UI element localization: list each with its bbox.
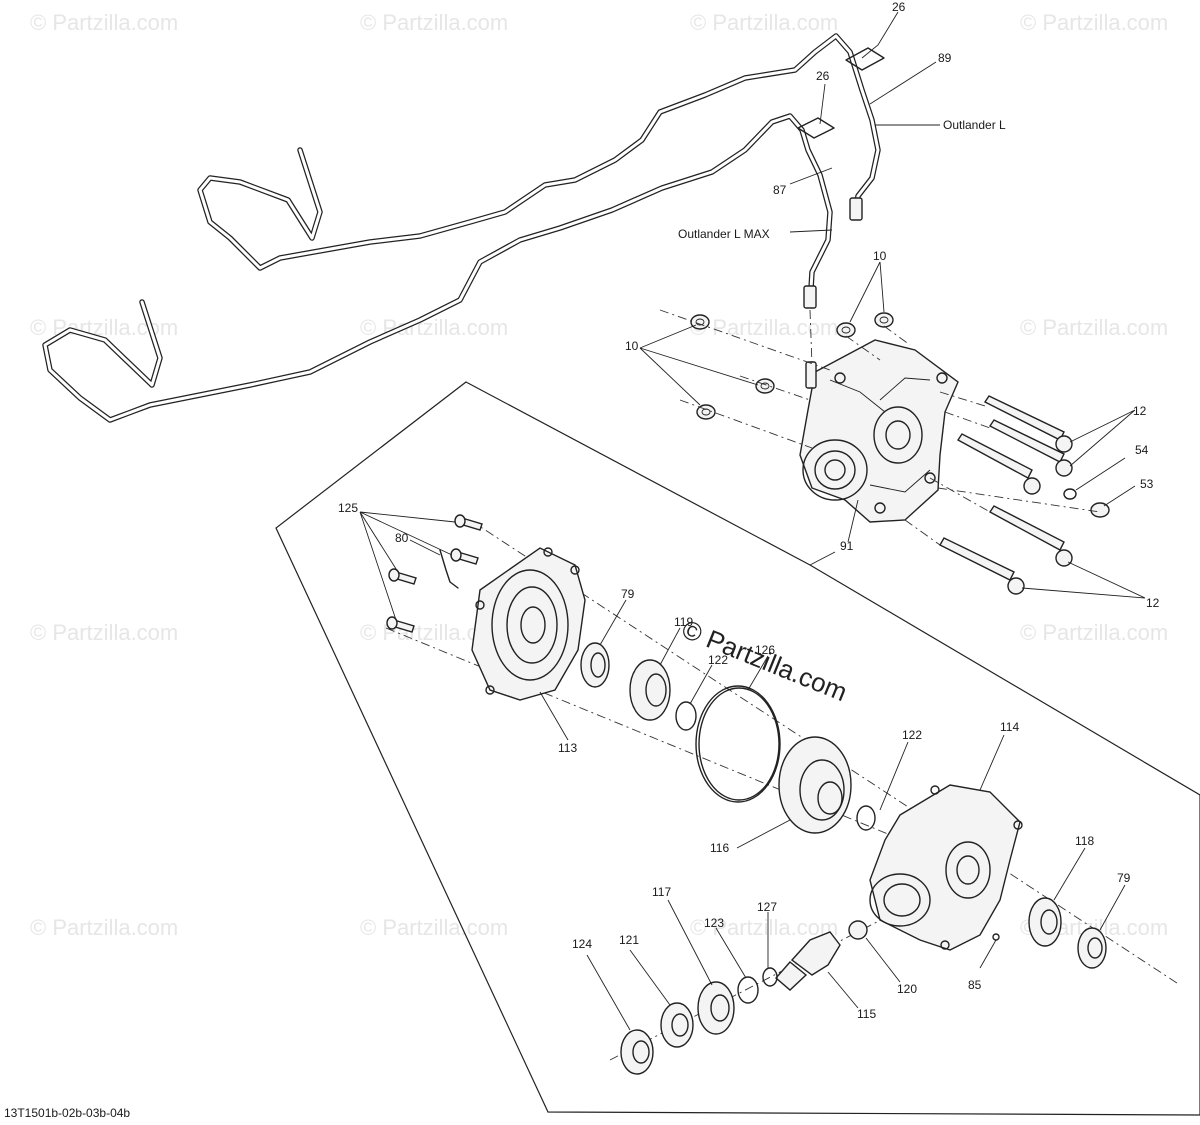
callout-122: 122 <box>708 653 728 667</box>
bearing-icon <box>1028 897 1062 947</box>
callout-122: 122 <box>902 728 922 742</box>
watermark: © Partzilla.com <box>1020 315 1168 340</box>
bolt-icon <box>386 514 483 633</box>
callout-54: 54 <box>1135 443 1149 457</box>
callout-125: 125 <box>338 501 358 515</box>
callout-79: 79 <box>1117 871 1131 885</box>
gearbox-housing-icon <box>869 784 1023 951</box>
callout-121: 121 <box>619 933 639 947</box>
callout-127: 127 <box>757 900 777 914</box>
watermark: © Partzilla.com <box>360 10 508 35</box>
callout-115: 115 <box>857 1007 876 1021</box>
oil-seal-icon <box>580 642 610 688</box>
bolt-icon <box>939 395 1077 595</box>
watermark: © Partzilla.com <box>690 10 838 35</box>
watermark: © Partzilla.com <box>1020 620 1168 645</box>
callout-labels: 26 89 Outlander L 26 87 Outlander L MAX … <box>338 0 1160 1021</box>
watermark-group: © Partzilla.com © Partzilla.com © Partzi… <box>30 10 1168 940</box>
variant-label-outlander-l: Outlander L <box>943 118 1006 132</box>
callout-126: 126 <box>755 643 775 657</box>
watermark: © Partzilla.com <box>690 315 838 340</box>
callout-116: 116 <box>710 841 729 855</box>
callout-12: 12 <box>1133 404 1147 418</box>
callout-118: 118 <box>1075 834 1094 848</box>
callout-80: 80 <box>395 531 409 545</box>
callout-120: 120 <box>897 982 917 996</box>
pinion-shaft-icon <box>775 931 841 991</box>
o-ring-icon <box>675 701 697 731</box>
callout-114: 114 <box>1000 720 1019 734</box>
callout-26: 26 <box>892 0 906 14</box>
gearbox-cover-icon <box>471 547 586 701</box>
callout-85: 85 <box>968 978 982 992</box>
diagram-reference-code: 13T1501b-02b-03b-04b <box>4 1106 130 1120</box>
watermark: © Partzilla.com <box>30 10 178 35</box>
callout-10: 10 <box>873 249 887 263</box>
watermark: © Partzilla.com <box>30 915 178 940</box>
callout-79: 79 <box>621 587 635 601</box>
gear-icon <box>778 736 852 834</box>
bearing-icon <box>629 659 671 721</box>
variant-label-outlander-l-max: Outlander L MAX <box>678 227 770 241</box>
o-ring-icon <box>856 805 876 831</box>
callout-87: 87 <box>773 183 787 197</box>
vent-hose-icon <box>42 33 885 423</box>
oil-seal-icon <box>1077 927 1107 969</box>
watermark: © Partzilla.com <box>360 915 508 940</box>
callout-26: 26 <box>816 69 830 83</box>
watermark: © Partzilla.com <box>690 915 838 940</box>
callout-124: 124 <box>572 937 592 951</box>
o-ring-icon <box>737 976 759 1004</box>
callout-10: 10 <box>625 339 639 353</box>
callout-53: 53 <box>1140 477 1154 491</box>
oil-seal-icon <box>620 1029 654 1075</box>
callout-89: 89 <box>938 51 952 65</box>
callout-117: 117 <box>652 885 671 899</box>
callout-113: 113 <box>558 741 577 755</box>
leader-lines <box>359 11 1146 1031</box>
callout-12: 12 <box>1146 596 1160 610</box>
watermark: © Partzilla.com <box>30 315 178 340</box>
center-watermark: © Partzilla.com <box>678 614 852 707</box>
callout-91: 91 <box>840 539 854 553</box>
nut-icon <box>660 1002 694 1048</box>
watermark: © Partzilla.com <box>30 620 178 645</box>
o-ring-icon <box>695 685 781 803</box>
exploded-view-frame <box>275 381 1200 1116</box>
nut-icon <box>690 312 1110 518</box>
gearbox-housing-icon <box>799 339 959 523</box>
spacer-icon <box>848 920 868 940</box>
watermark: © Partzilla.com <box>1020 10 1168 35</box>
callout-123: 123 <box>704 916 724 930</box>
bearing-icon <box>697 981 735 1035</box>
o-ring-icon <box>762 967 778 987</box>
callout-119: 119 <box>674 615 693 629</box>
